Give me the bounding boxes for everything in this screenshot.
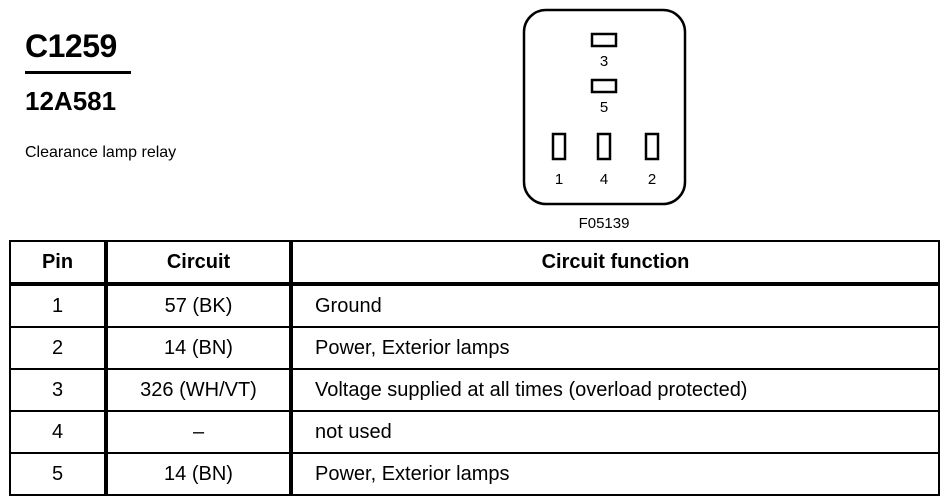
figure-code: F05139 xyxy=(578,215,630,232)
table-header-row: Pin Circuit Circuit function xyxy=(9,240,940,286)
header-circuit-function: Circuit function xyxy=(290,240,940,286)
terminal-5 xyxy=(590,78,618,94)
part-number: 12A581 xyxy=(25,86,117,116)
circuit-cell: – xyxy=(105,410,293,454)
table-row: 2 14 (BN) Power, Exterior lamps xyxy=(9,326,940,370)
title-underline xyxy=(25,71,131,74)
terminal-4 xyxy=(596,132,612,161)
pin-cell: 3 xyxy=(9,368,108,412)
table-row: 3 326 (WH/VT) Voltage supplied at all ti… xyxy=(9,368,940,412)
circuit-cell: 326 (WH/VT) xyxy=(105,368,293,412)
pin-table: Pin Circuit Circuit function 1 57 (BK) G… xyxy=(9,240,940,496)
circuit-cell: 14 (BN) xyxy=(105,452,293,496)
circuit-cell: 14 (BN) xyxy=(105,326,293,370)
pin-label-1: 1 xyxy=(555,171,563,188)
pin-cell: 1 xyxy=(9,283,108,328)
header-circuit: Circuit xyxy=(105,240,293,286)
connector-id: C1259 xyxy=(25,28,117,64)
table-row: 5 14 (BN) Power, Exterior lamps xyxy=(9,452,940,496)
table-row: 1 57 (BK) Ground xyxy=(9,283,940,328)
table-row: 4 – not used xyxy=(9,410,940,454)
terminal-3 xyxy=(590,32,618,48)
terminal-2 xyxy=(644,132,660,161)
terminal-1 xyxy=(551,132,567,161)
pin-cell: 5 xyxy=(9,452,108,496)
function-cell: Power, Exterior lamps xyxy=(290,452,940,496)
function-cell: Power, Exterior lamps xyxy=(290,326,940,370)
pin-cell: 2 xyxy=(9,326,108,370)
pin-cell: 4 xyxy=(9,410,108,454)
pin-label-4: 4 xyxy=(600,171,608,188)
pin-label-3: 3 xyxy=(600,53,608,70)
header-pin: Pin xyxy=(9,240,108,286)
connector-face-diagram: 3 5 1 4 2 xyxy=(522,8,687,206)
connector-description: Clearance lamp relay xyxy=(25,144,177,161)
circuit-cell: 57 (BK) xyxy=(105,283,293,328)
function-cell: Voltage supplied at all times (overload … xyxy=(290,368,940,412)
pin-label-2: 2 xyxy=(648,171,656,188)
function-cell: Ground xyxy=(290,283,940,328)
pin-label-5: 5 xyxy=(600,99,608,116)
function-cell: not used xyxy=(290,410,940,454)
